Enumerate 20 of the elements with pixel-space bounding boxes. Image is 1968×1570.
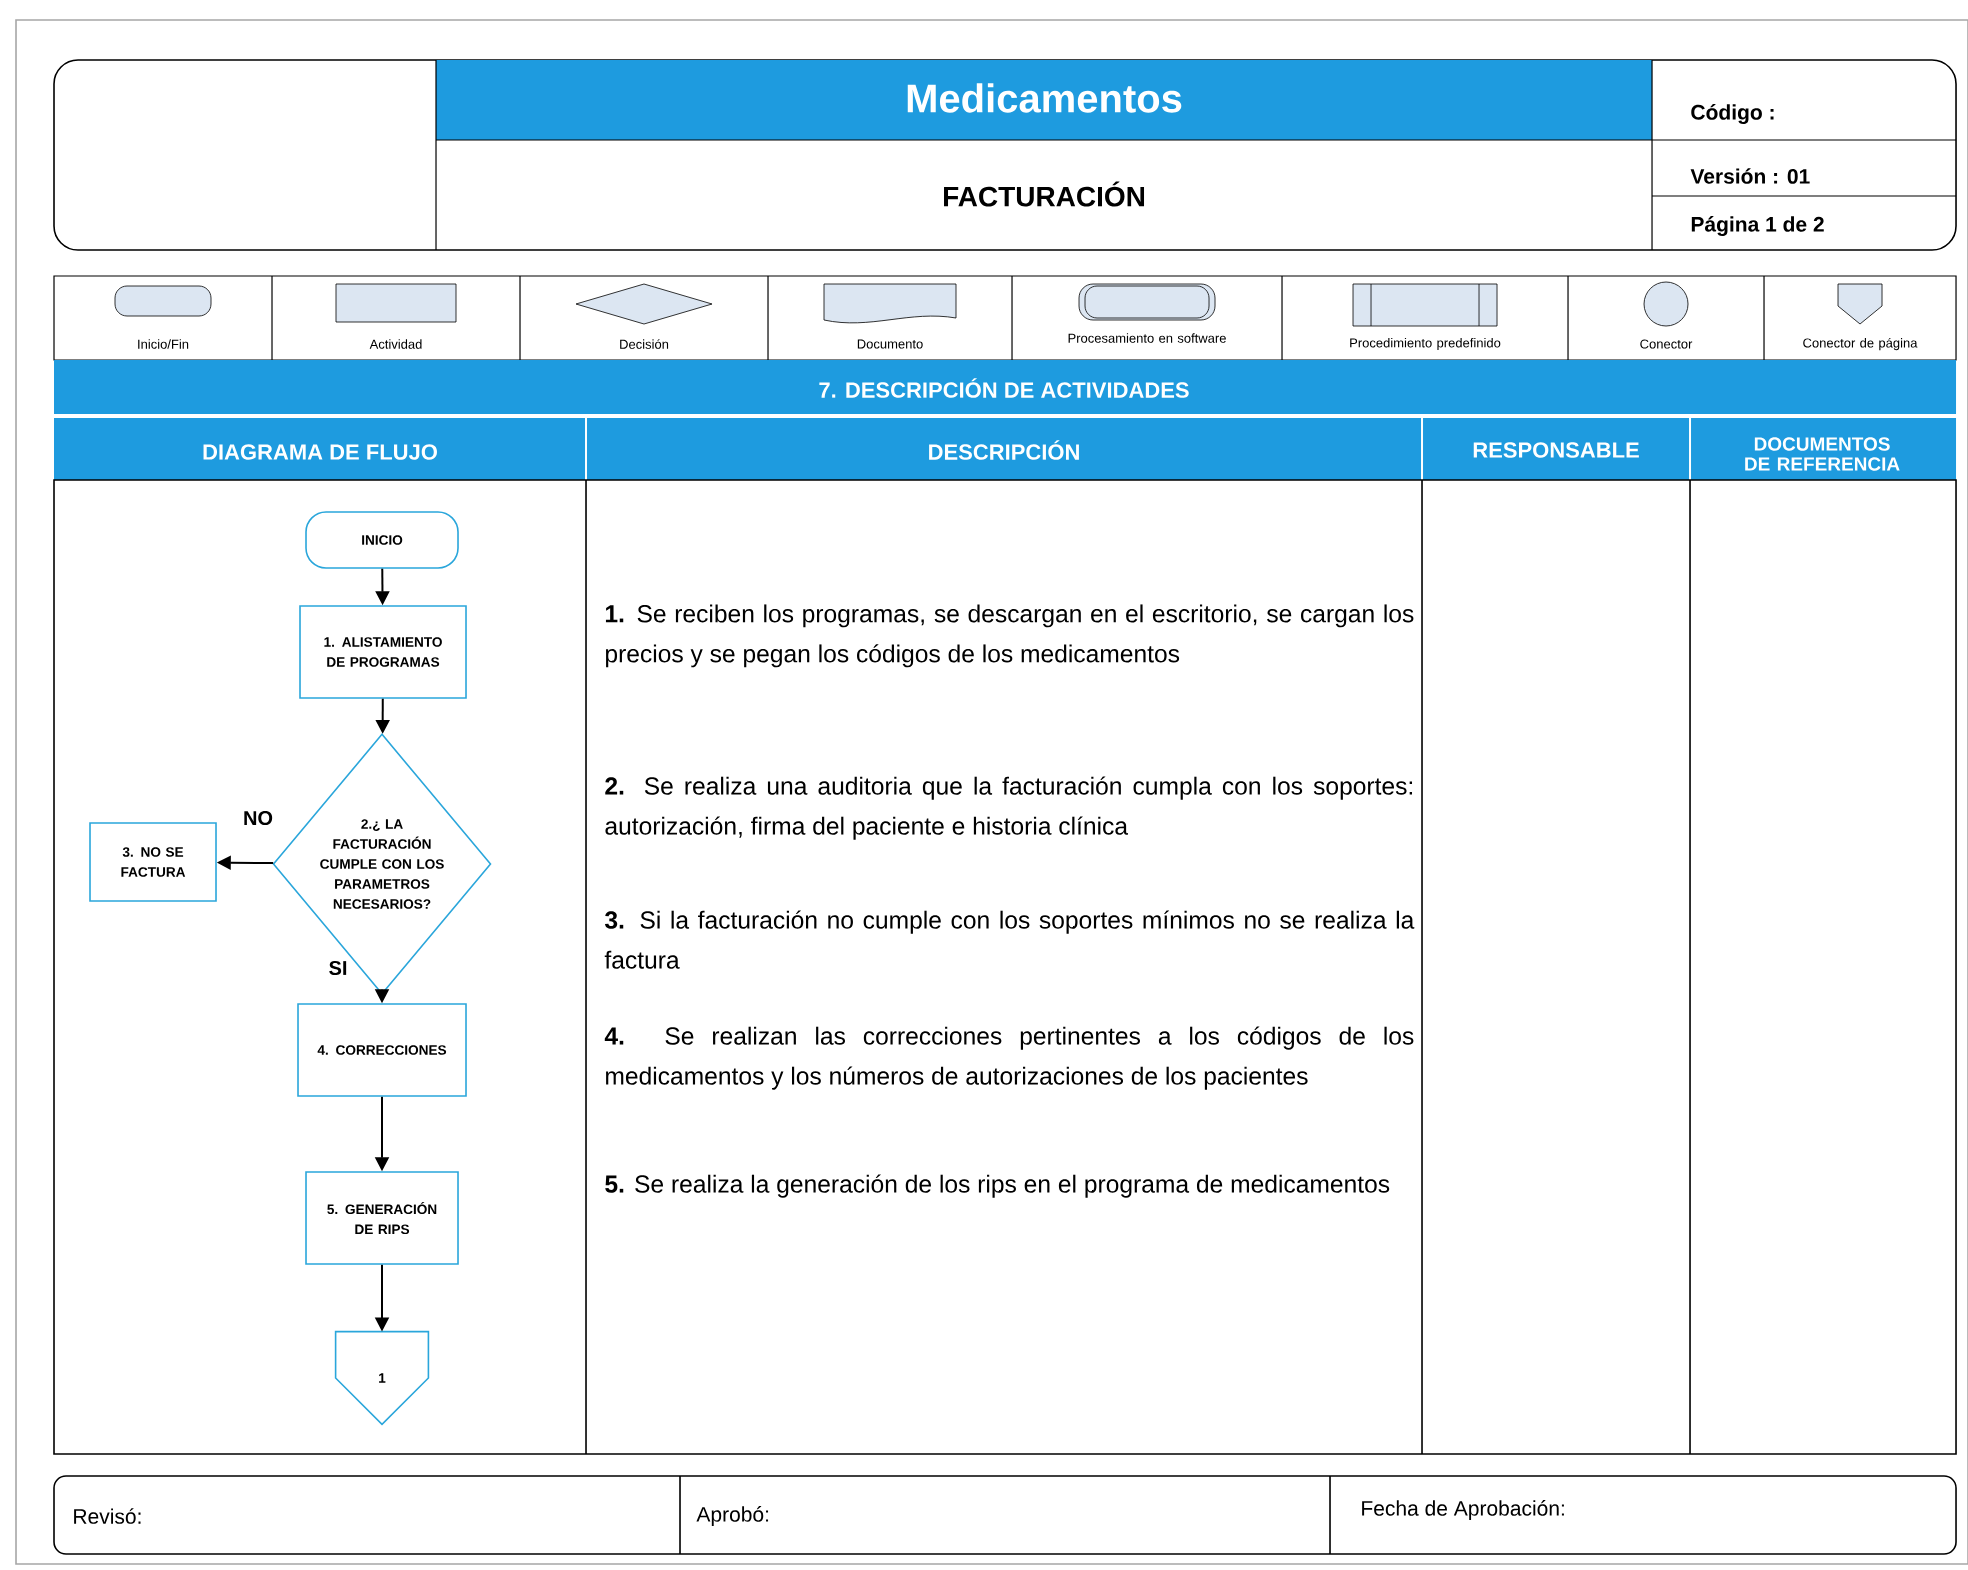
- column-header: DOCUMENTOS DE REFERENCIA: [1745, 437, 1900, 471]
- field-label: Página 1 de 2: [1691, 216, 1824, 236]
- edge-label: SI: [326, 958, 350, 978]
- column-header: RESPONSABLE: [1473, 442, 1639, 458]
- signature-label: Revisó:: [74, 1508, 141, 1524]
- header-title: Medicamentos: [907, 83, 1182, 113]
- column-header: DIAGRAMA DE FLUJO: [203, 444, 437, 460]
- field-label: Versión : 01: [1690, 168, 1810, 184]
- signature-label: Aprobó:: [696, 1506, 769, 1526]
- section-heading: 7. DESCRIPCIÓN DE ACTIVIDADES: [819, 378, 1189, 398]
- field-label: Código :: [1691, 104, 1774, 124]
- signature-label: Fecha de Aprobación:: [1362, 1500, 1564, 1520]
- description-text: 4. Se realizan las correcciones pertinentes a los códigos de los medicamentos y los números de autorizaciones de los pacientes: [604, 1026, 1414, 1090]
- description-text: 1. Se reciben los programas, se descargan en el escritorio, se cargan los precios y se pegan los códigos de los medicamentos: [605, 604, 1414, 668]
- edge-label: NO: [241, 808, 275, 828]
- column-header: DESCRIPCIÓN: [929, 440, 1079, 460]
- process-title: FACTURACIÓN: [944, 181, 1144, 207]
- description-text: 5. Se realiza la generación de los rips en el programa de medicamentos: [605, 1174, 1390, 1198]
- description-text: 2. Se realiza una auditoria que la facturación cumpla con los soportes: autorización, firma del paciente e historia clínica: [605, 776, 1412, 840]
- description-text: 3. Si la facturación no cumple con los soportes mínimos no se realiza la factura: [604, 910, 1415, 969]
